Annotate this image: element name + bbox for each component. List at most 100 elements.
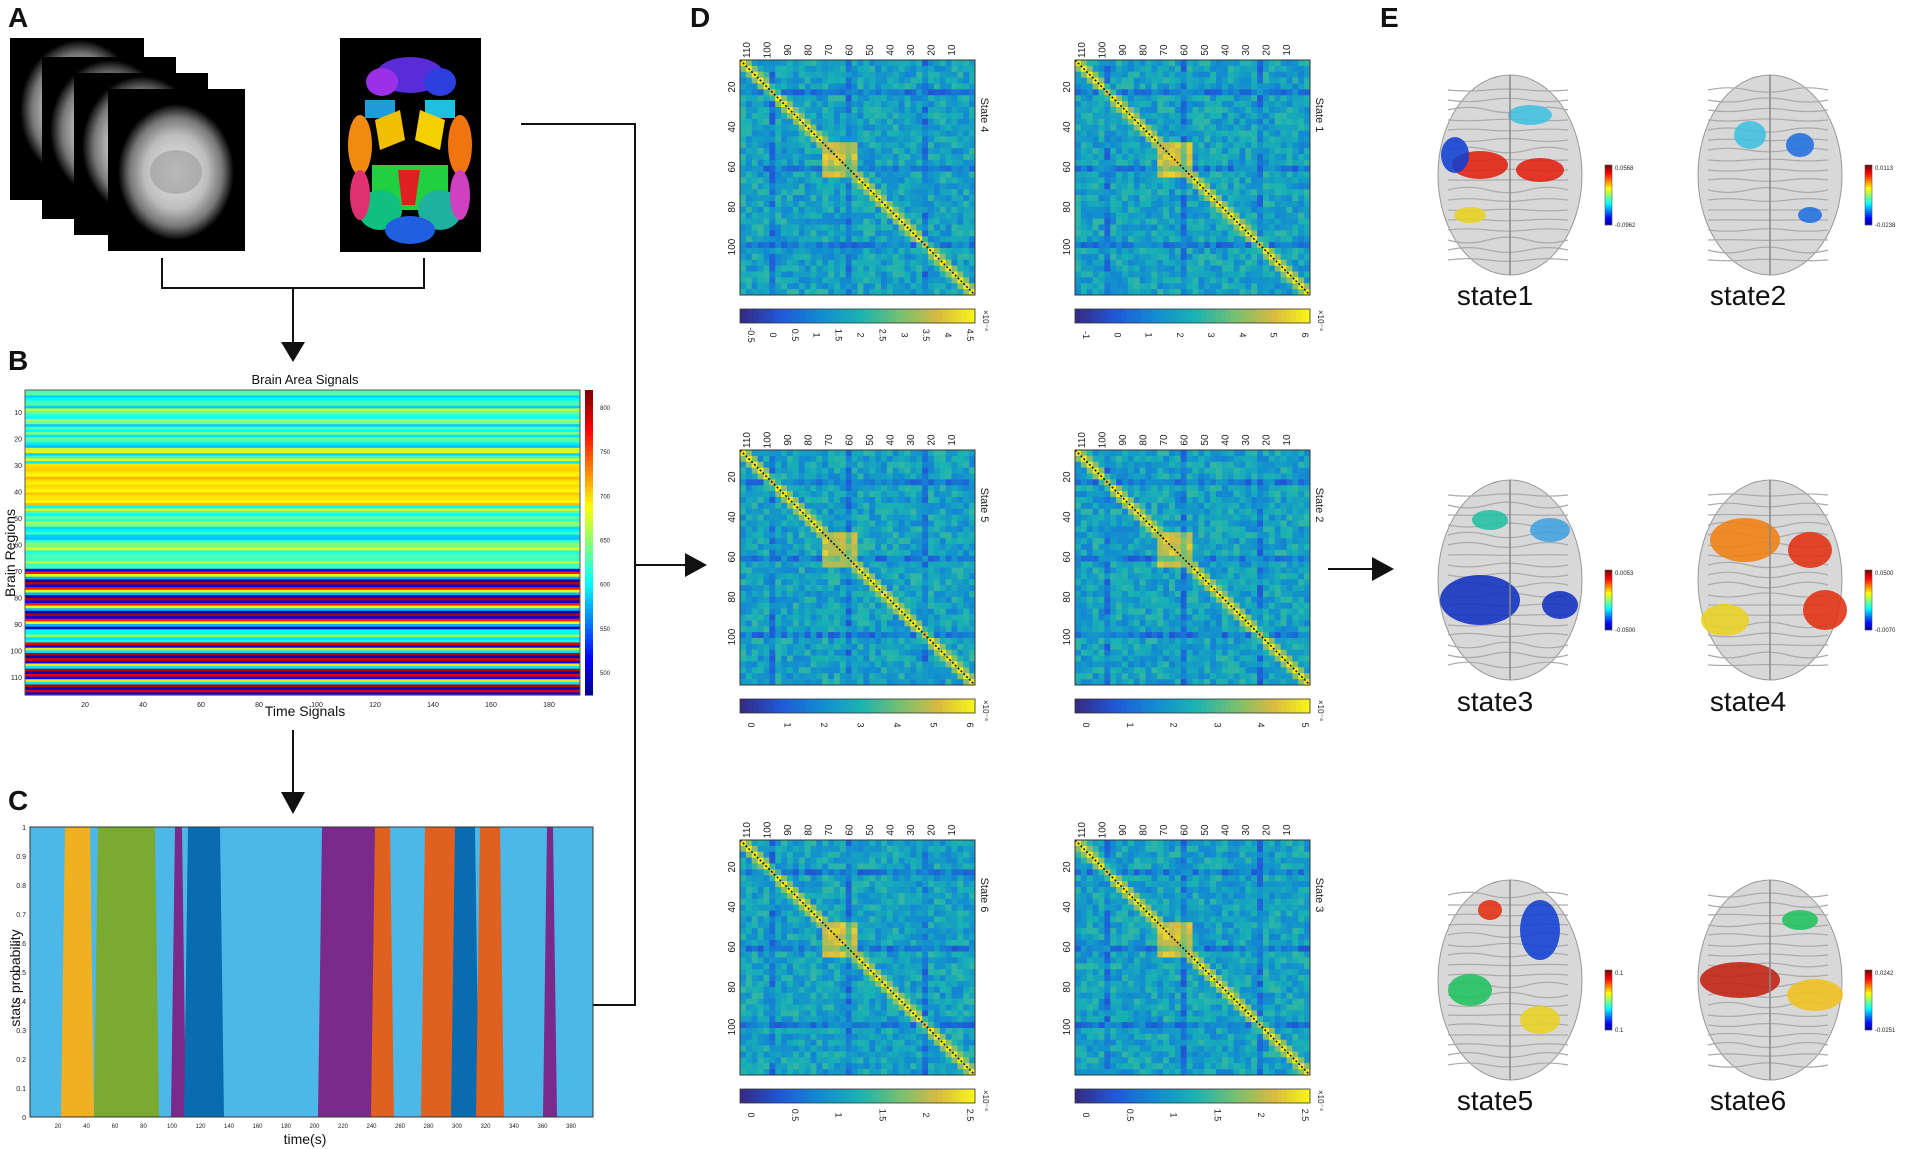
matrix-cell [857,124,864,131]
matrix-cell [957,632,964,639]
matrix-cell [916,549,923,557]
matrix-cell [828,532,835,539]
matrix-cell [886,544,894,551]
matrix-cell [851,602,858,609]
matrix-cell [886,632,894,639]
matrix-cell [845,171,852,178]
matrix-cell [1192,95,1199,102]
matrix-cell [1221,283,1229,290]
matrix-cell [763,224,770,231]
matrix-cell [1180,159,1187,167]
matrix-cell [775,253,782,261]
matrix-cell [1274,107,1281,114]
matrix-cell [1086,159,1093,167]
matrix-cell [1257,271,1264,278]
top-tick: 110 [1077,42,1088,58]
matrix-cell [1257,253,1264,261]
matrix-cell [1139,189,1146,196]
matrix-cell [957,271,964,278]
matrix-cell [1098,165,1105,172]
matrix-cell [851,165,858,172]
matrix-cell [1286,95,1293,102]
matrix-cell [1233,206,1240,214]
matrix-cell [834,473,841,480]
matrix-cell [1216,177,1223,184]
matrix-cell [757,248,764,255]
matrix-cell [787,107,794,114]
matrix-cell [781,567,788,574]
matrix-cell [1286,277,1293,284]
colorbar-segment [777,309,783,323]
matrix-cell [798,271,805,278]
heatmap-row [25,429,580,433]
side-tick: 60 [1062,161,1073,173]
matrix-cell [851,77,858,84]
matrix-cell [1251,218,1258,225]
matrix-cell [822,218,829,225]
matrix-cell [798,491,805,498]
matrix-cell [810,224,817,231]
matrix-cell [875,561,882,568]
matrix-cell [898,136,905,143]
matrix-cell [745,159,753,167]
matrix-cell [1169,60,1176,67]
matrix-cell [1086,283,1093,290]
matrix-cell [1286,189,1293,196]
matrix-cell [969,253,976,261]
matrix-cell [857,549,864,557]
matrix-cell [892,289,899,296]
matrix-cell [834,142,841,149]
matrix-cell [763,206,770,214]
matrix-cell [828,585,835,592]
matrix-cell [904,83,911,90]
matrix-cell [1304,236,1311,243]
matrix-cell [963,638,970,645]
matrix-cell [1304,136,1311,143]
matrix-cell [928,532,935,539]
matrix-cell [898,101,905,108]
top-tick: 30 [1241,44,1252,56]
matrix-cell [945,206,952,214]
matrix-cell [1075,230,1082,237]
matrix-cell [869,626,876,633]
matrix-cell [822,591,829,598]
arrow-b-to-c [281,730,305,814]
matrix-cell [928,183,935,190]
matrix-cell [1257,265,1264,272]
matrix-cell [945,77,952,84]
matrix-cell [945,107,952,114]
matrix-cell [775,497,782,504]
matrix-cell [1098,224,1105,231]
matrix-cell [816,201,823,208]
matrix-cell [834,271,841,278]
matrix-cell [1251,277,1258,284]
matrix-cell [916,124,923,131]
matrix-cell [1133,212,1140,219]
matrix-cell [1192,212,1199,219]
matrix-cell [1298,89,1305,96]
matrix-cell [798,450,805,457]
matrix-cell [904,473,911,480]
matrix-cell [1110,265,1117,272]
matrix-cell [892,71,899,78]
matrix-cell [1268,224,1276,231]
matrix-cell [1133,148,1140,155]
matrix-cell [769,259,776,266]
matrix-cell [881,289,888,296]
matrix-cell [1268,95,1276,102]
matrix-cell [740,596,747,604]
matrix-cell [1080,142,1088,149]
matrix-cell [1145,83,1152,90]
matrix-cell [834,532,841,539]
matrix-cell [845,614,852,621]
matrix-cell [1086,65,1093,73]
matrix-cell [933,561,941,568]
matrix-cell [822,514,829,521]
matrix-cell [939,467,946,474]
matrix-cell [863,526,870,533]
matrix-cell [775,183,782,190]
matrix-cell [781,479,788,486]
matrix-cell [1257,136,1264,143]
matrix-cell [875,544,882,551]
matrix-cell [757,277,764,284]
